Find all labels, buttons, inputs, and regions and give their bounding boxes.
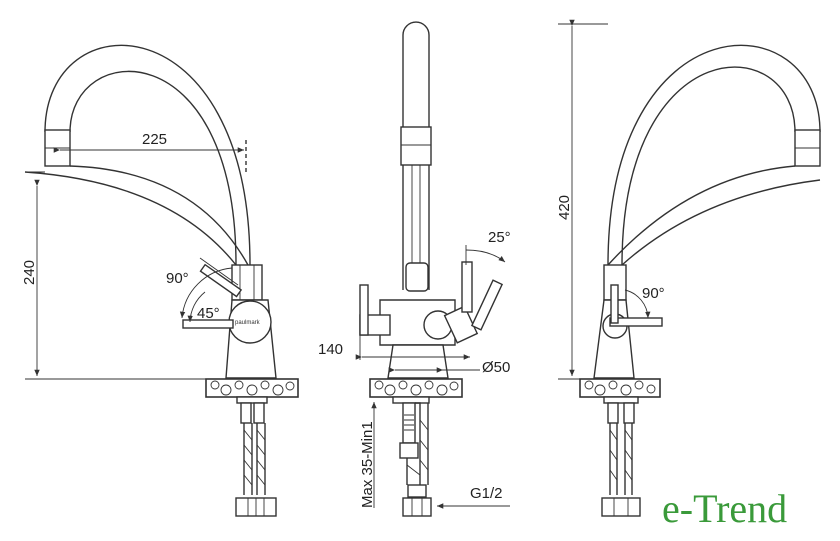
front-view: 25° 140 Ø50 Max 35-Min1 G1/2: [318, 21, 511, 517]
spout-reach-label: 225: [142, 131, 167, 148]
countertop-thickness-label: Max 35-Min1: [359, 421, 376, 508]
brand-text: paulmark: [235, 320, 261, 326]
base-140-label: 140: [318, 341, 343, 358]
side-view: 90° 420: [556, 19, 821, 517]
angle-25-label: 25°: [488, 229, 511, 246]
height-240-label: 240: [21, 260, 38, 285]
rotation-45-label: 45°: [197, 305, 220, 322]
diameter-label: Ø50: [482, 359, 510, 376]
watermark-logo: e-Trend: [662, 486, 787, 531]
total-height-label: 420: [556, 195, 573, 220]
rotation-90-right-label: 90°: [642, 285, 665, 302]
left-view: paulmark 90° 45° 225 240: [21, 44, 299, 517]
thread-label: G1/2: [470, 485, 503, 502]
rotation-90-label: 90°: [166, 270, 189, 287]
